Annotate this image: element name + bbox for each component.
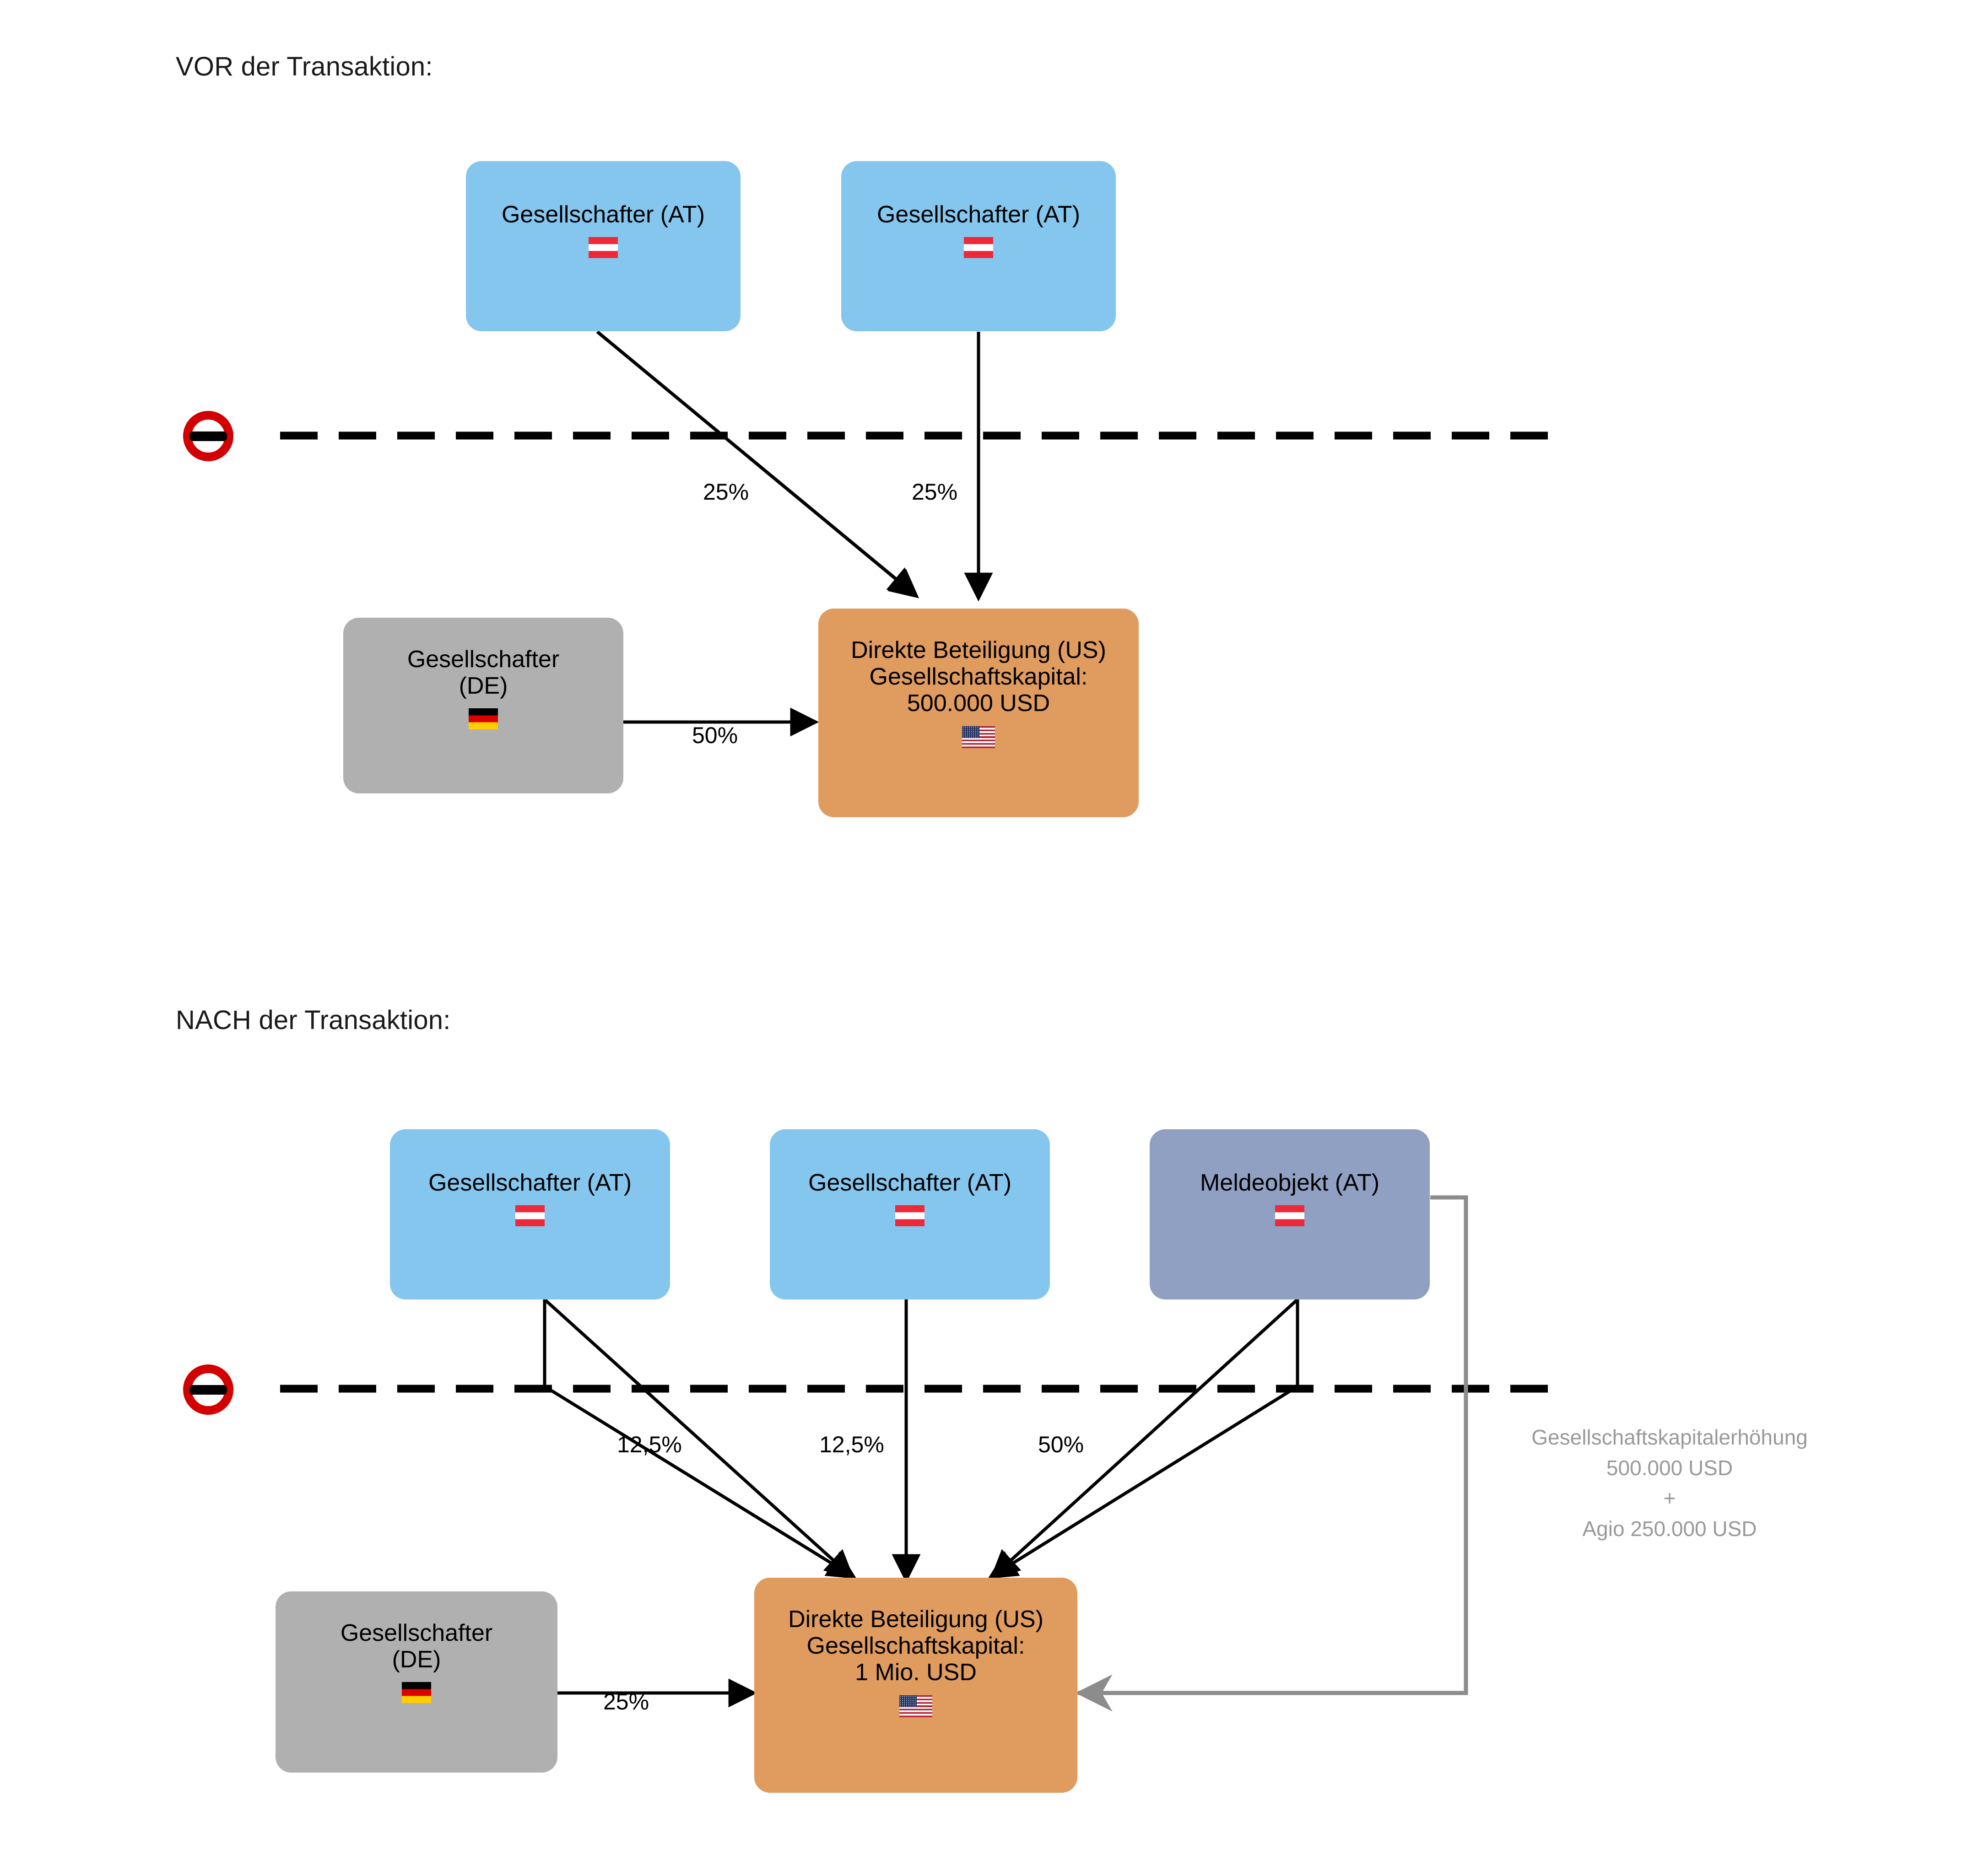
austria-flag-icon bbox=[589, 237, 618, 259]
edge-meldeobjekt-to-us-after bbox=[988, 1385, 1298, 1579]
node-shareholder-at-2-after[interactable]: Gesellschafter (AT) bbox=[770, 1129, 1050, 1299]
germany-flag-icon bbox=[469, 708, 498, 730]
edge-at1-slant-before bbox=[596, 330, 918, 597]
node-shareholder-de-after[interactable]: Gesellschafter (DE) bbox=[276, 1591, 557, 1773]
capital-increase-line2: 500.000 USD bbox=[1606, 1456, 1733, 1480]
node-label-line2: (DE) bbox=[392, 1646, 441, 1673]
capital-increase-note: Gesellschaftskapitalerhöhung 500.000 USD… bbox=[1487, 1422, 1853, 1544]
usa-flag-icon bbox=[962, 726, 995, 748]
usa-flag-stars bbox=[962, 726, 979, 738]
node-label-line3: 1 Mio. USD bbox=[855, 1659, 977, 1686]
node-reporting-entity-at-after[interactable]: Meldeobjekt (AT) bbox=[1150, 1129, 1430, 1299]
node-label-line1: Direkte Beteiligung (US) bbox=[788, 1606, 1043, 1633]
no-entry-icon-after bbox=[183, 1364, 233, 1415]
edge-at1-to-us-after bbox=[544, 1385, 857, 1579]
no-entry-bar bbox=[189, 431, 227, 441]
node-shareholder-de-before[interactable]: Gesellschafter (DE) bbox=[343, 618, 623, 793]
node-label-line1: Gesellschafter bbox=[340, 1620, 493, 1646]
edge-at1-slant-after bbox=[543, 1298, 854, 1580]
node-label-line1: Gesellschafter bbox=[407, 646, 560, 673]
node-label: Gesellschafter (AT) bbox=[876, 201, 1081, 228]
edge-at1-to-us-before bbox=[596, 330, 919, 598]
austria-flag-icon bbox=[515, 1205, 545, 1227]
austria-flag-icon bbox=[1275, 1205, 1304, 1227]
node-label-line3: 500.000 USD bbox=[907, 690, 1050, 717]
section-title-before: VOR der Transaktion: bbox=[176, 52, 433, 81]
node-shareholder-at-2-before[interactable]: Gesellschafter (AT) bbox=[841, 161, 1116, 331]
node-label: Gesellschafter (AT) bbox=[428, 1170, 632, 1196]
usa-flag-stars bbox=[899, 1695, 917, 1707]
node-label: Gesellschafter (AT) bbox=[501, 201, 705, 228]
node-direct-holding-us-after[interactable]: Direkte Beteiligung (US) Gesellschaftska… bbox=[754, 1578, 1077, 1793]
node-label-line2: Gesellschaftskapital: bbox=[806, 1633, 1025, 1660]
capital-increase-line1: Gesellschaftskapitalerhöhung bbox=[1531, 1425, 1808, 1449]
no-entry-icon-before bbox=[183, 411, 233, 461]
node-label-line1: Direkte Beteiligung (US) bbox=[851, 637, 1106, 663]
usa-flag-icon bbox=[899, 1695, 932, 1717]
edge-label-125-right-after: 12,5% bbox=[819, 1432, 884, 1457]
austria-flag-icon bbox=[964, 237, 993, 259]
edge-label-25-right-before: 25% bbox=[912, 479, 958, 505]
capital-increase-line4: Agio 250.000 USD bbox=[1582, 1517, 1757, 1541]
node-label: Gesellschafter (AT) bbox=[808, 1170, 1012, 1196]
edge-label-50-after: 50% bbox=[1038, 1432, 1084, 1457]
edge-label-50-before: 50% bbox=[692, 722, 738, 748]
no-entry-bar bbox=[189, 1385, 227, 1395]
node-shareholder-at-1-after[interactable]: Gesellschafter (AT) bbox=[390, 1129, 670, 1299]
capital-increase-line3: + bbox=[1663, 1486, 1676, 1510]
edge-label-25-left-before: 25% bbox=[703, 479, 749, 505]
node-label-line2: Gesellschaftskapital: bbox=[869, 663, 1088, 690]
germany-flag-icon bbox=[402, 1682, 431, 1703]
node-shareholder-at-1-before[interactable]: Gesellschafter (AT) bbox=[466, 161, 741, 331]
austria-flag-icon bbox=[895, 1205, 925, 1227]
node-direct-holding-us-before[interactable]: Direkte Beteiligung (US) Gesellschaftska… bbox=[818, 609, 1139, 817]
node-label-line2: (DE) bbox=[459, 673, 508, 700]
edge-label-125-left-after: 12,5% bbox=[617, 1432, 682, 1457]
section-title-after: NACH der Transaktion: bbox=[176, 1005, 451, 1035]
node-label: Meldeobjekt (AT) bbox=[1200, 1170, 1380, 1196]
edge-label-25-after: 25% bbox=[603, 1689, 649, 1714]
